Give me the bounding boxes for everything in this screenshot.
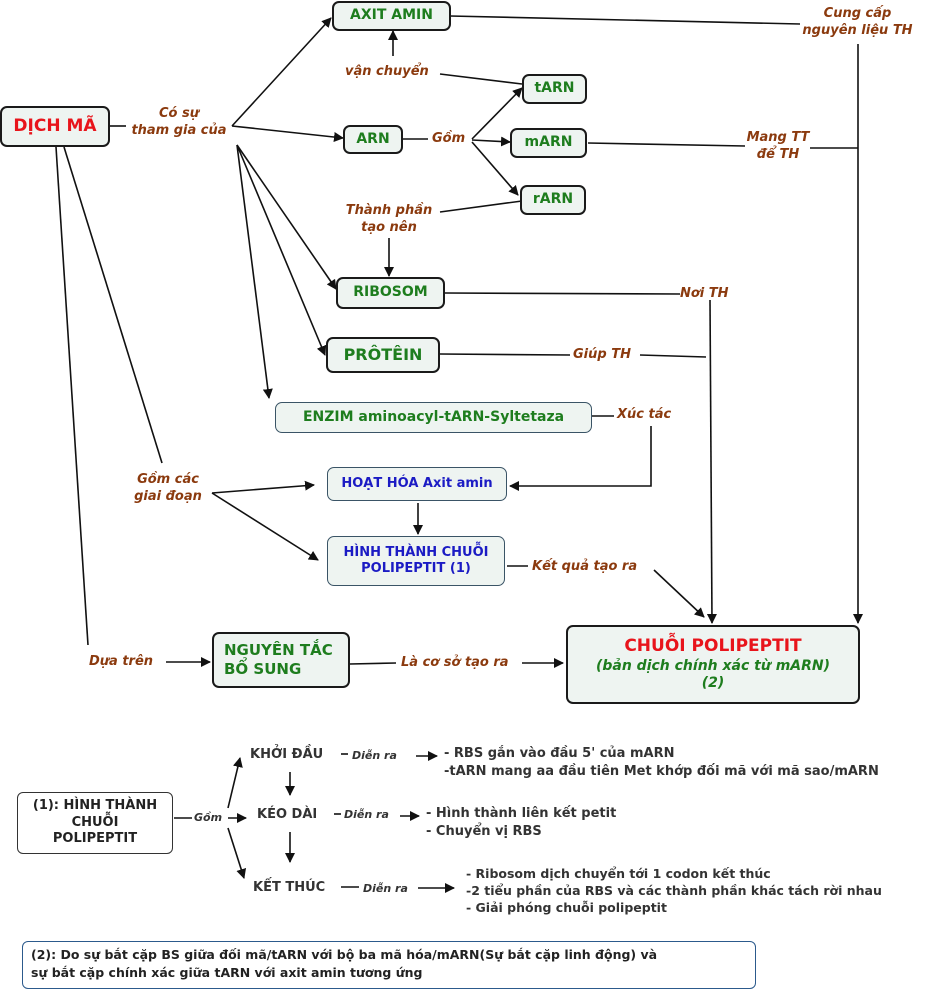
node-nguyen-tac-bo-sung: NGUYÊN TẮC BỔ SUNG xyxy=(212,632,350,688)
stage-ket-thuc: KẾT THÚC xyxy=(253,880,326,895)
legend-box-line1: (1): HÌNH THÀNH xyxy=(32,797,158,813)
dien-ra-khoi-dau: Diễn ra xyxy=(352,749,397,762)
label-van-chuyen: vận chuyển xyxy=(345,64,429,79)
node-marn: mARN xyxy=(510,128,587,158)
ket-thuc-details: - Ribosom dịch chuyển tới 1 codon kết th… xyxy=(466,866,882,917)
chuoi-subtitle: (bản dịch chính xác từ mARN) xyxy=(595,657,831,674)
label-cung-cap-line2: nguyên liệu TH xyxy=(802,22,913,38)
stage-keo-dai: KÉO DÀI xyxy=(257,807,318,822)
label-thanh-phan-line1: Thành phần xyxy=(345,203,433,218)
note-line2: sự bắt cặp chính xác giữa tARN với axit … xyxy=(31,964,423,980)
label-noi-th: Nơi TH xyxy=(680,286,729,301)
node-nguyen-tac-line1: NGUYÊN TẮC xyxy=(224,641,333,660)
label-cung-cap-line1: Cung cấp xyxy=(823,6,892,21)
node-enzim: ENZIM aminoacyl-tARN-Syltetaza xyxy=(275,402,592,433)
node-arn: ARN xyxy=(343,125,403,154)
label-ket-qua-tao-ra: Kết quả tạo ra xyxy=(532,559,638,574)
label-gom-cac-giai-doan: Gồm các giai đoạn xyxy=(122,472,214,506)
node-ribosom: RIBOSOM xyxy=(336,277,445,309)
label-thanh-phan-tao-nen: Thành phần tạo nên xyxy=(338,203,440,237)
label-la-co-so-tao-ra: Là cơ sở tạo ra xyxy=(401,655,509,670)
khoi-dau-details: - RBS gắn vào đầu 5' của mARN -tARN mang… xyxy=(444,745,879,780)
node-hinh-thanh-chuoi: HÌNH THÀNH CHUỖI POLIPEPTIT (1) xyxy=(327,536,505,586)
legend-note-2: (2): Do sự bắt cặp BS giữa đối mã/tARN v… xyxy=(22,941,756,989)
label-giup-th: Giúp TH xyxy=(573,347,631,362)
label-mang-tt-line1: Mang TT xyxy=(746,130,810,145)
node-tarn: tARN xyxy=(522,74,587,104)
dien-ra-ket-thuc: Diễn ra xyxy=(363,882,408,895)
khoi-dau-item: -tARN mang aa đầu tiên Met khớp đối mã v… xyxy=(444,763,879,779)
label-cung-cap: Cung cấp nguyên liệu TH xyxy=(795,6,920,40)
node-protein: PRÔTÊIN xyxy=(326,337,440,373)
label-mang-tt: Mang TT để TH xyxy=(745,130,811,164)
label-co-su-tham-gia: Có sự tham gia của xyxy=(126,106,232,140)
ket-thuc-item: - Ribosom dịch chuyển tới 1 codon kết th… xyxy=(466,866,771,881)
node-hoat-hoa: HOẠT HÓA Axit amin xyxy=(327,467,507,501)
legend-box-line2: CHUỖI xyxy=(71,814,119,830)
legend-gom-label: Gồm xyxy=(194,811,223,824)
label-co-su-line1: Có sự xyxy=(159,106,199,121)
node-hinh-thanh-line1: HÌNH THÀNH CHUỖI xyxy=(343,544,489,560)
chuoi-number: (2) xyxy=(701,675,725,692)
ket-thuc-item: - Giải phóng chuỗi polipeptit xyxy=(466,899,667,915)
label-co-su-line2: tham gia của xyxy=(131,122,227,138)
dien-ra-keo-dai: Diễn ra xyxy=(344,808,389,821)
label-gom-cac-line2: giai đoạn xyxy=(134,488,202,504)
label-mang-tt-line2: để TH xyxy=(756,146,800,162)
stage-khoi-dau: KHỞI ĐẦU xyxy=(250,747,324,762)
label-xuc-tac: Xúc tác xyxy=(617,407,672,422)
keo-dai-item: - Hình thành liên kết petit xyxy=(426,806,617,821)
node-dich-ma: DỊCH MÃ xyxy=(0,106,110,147)
note-line1: (2): Do sự bắt cặp BS giữa đối mã/tARN v… xyxy=(31,947,658,962)
node-hinh-thanh-line2: POLIPEPTIT (1) xyxy=(361,561,471,576)
legend-box-line3: POLIPEPTIT xyxy=(52,831,138,847)
keo-dai-item: - Chuyển vị RBS xyxy=(426,823,542,839)
keo-dai-details: - Hình thành liên kết petit - Chuyển vị … xyxy=(426,805,616,840)
label-gom: Gồm xyxy=(432,131,466,146)
legend-hinh-thanh-box: (1): HÌNH THÀNH CHUỖI POLIPEPTIT xyxy=(17,792,173,854)
node-chuoi-polipeptit: CHUỖI POLIPEPTIT (bản dịch chính xác từ … xyxy=(566,625,860,704)
node-axit-amin: AXIT AMIN xyxy=(332,1,451,31)
chuoi-title: CHUỖI POLIPEPTIT xyxy=(624,636,802,657)
label-dua-tren: Dựa trên xyxy=(89,654,154,669)
label-gom-cac-line1: Gồm các xyxy=(137,472,199,487)
node-rarn: rARN xyxy=(520,185,586,215)
ket-thuc-item: -2 tiểu phần của RBS và các thành phần k… xyxy=(466,882,882,898)
khoi-dau-item: - RBS gắn vào đầu 5' của mARN xyxy=(444,746,675,761)
label-thanh-phan-line2: tạo nên xyxy=(361,219,417,235)
node-nguyen-tac-line2: BỔ SUNG xyxy=(224,660,302,678)
